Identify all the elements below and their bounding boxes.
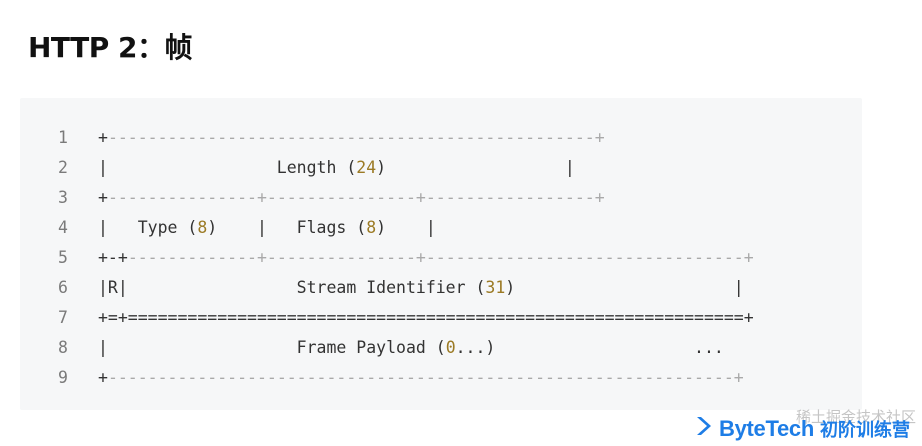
line-number: 4	[58, 218, 68, 237]
line-number: 2	[58, 158, 68, 177]
code-text: +---------------------------------------…	[98, 126, 605, 150]
code-text: | Frame Payload (0...) ...	[98, 336, 724, 360]
code-fragment: +=+=====================================…	[98, 308, 754, 327]
code-text: +-+-------------+---------------+-------…	[98, 246, 754, 270]
brand-name: ByteTech	[719, 415, 814, 441]
line-number: 7	[58, 308, 68, 327]
brand-subtitle: 初阶训练营	[820, 419, 910, 441]
footer-brand: ByteTech 初阶训练营	[695, 415, 910, 442]
code-fragment: ) |	[376, 218, 436, 237]
code-fragment: +	[98, 368, 108, 387]
code-block: 1+--------------------------------------…	[20, 98, 862, 410]
code-fragment: ---------------+---------------+--------…	[107, 188, 605, 207]
page-title: HTTP 2：帧	[28, 31, 193, 64]
line-number: 9	[58, 368, 68, 387]
code-fragment: +	[98, 188, 108, 207]
line-number: 1	[58, 128, 68, 147]
code-fragment: ) | Flags (	[207, 218, 367, 237]
line-number: 5	[58, 248, 68, 267]
code-number: 24	[356, 158, 377, 177]
code-text: | Type (8) | Flags (8) |	[98, 216, 436, 240]
code-fragment: +	[98, 128, 108, 147]
code-text: +=+=====================================…	[98, 306, 754, 330]
code-number: 31	[485, 278, 506, 297]
bytetech-logo-icon	[695, 415, 713, 442]
code-number: 0	[445, 338, 456, 357]
code-fragment: | Type (	[98, 218, 198, 237]
code-fragment: ----------------------------------------…	[107, 368, 744, 387]
code-fragment: -------------+---------------+----------…	[127, 248, 754, 267]
code-fragment: | Length (	[98, 158, 357, 177]
code-fragment: ----------------------------------------…	[107, 128, 605, 147]
code-fragment: ) |	[376, 158, 575, 177]
code-fragment: |R| Stream Identifier (	[98, 278, 486, 297]
code-text: +---------------+---------------+-------…	[98, 186, 605, 210]
line-number: 6	[58, 278, 68, 297]
watermark-text: 稀土掘金技术社区	[795, 408, 916, 426]
line-number: 8	[58, 338, 68, 357]
code-fragment: +-+	[98, 248, 128, 267]
code-text: |R| Stream Identifier (31) |	[98, 276, 744, 300]
code-fragment: ...) ...	[455, 338, 724, 357]
line-number: 3	[58, 188, 68, 207]
code-number: 8	[197, 218, 208, 237]
code-fragment: | Frame Payload (	[98, 338, 446, 357]
code-text: +---------------------------------------…	[98, 366, 744, 390]
code-number: 8	[366, 218, 377, 237]
code-fragment: ) |	[505, 278, 744, 297]
code-text: | Length (24) |	[98, 156, 575, 180]
